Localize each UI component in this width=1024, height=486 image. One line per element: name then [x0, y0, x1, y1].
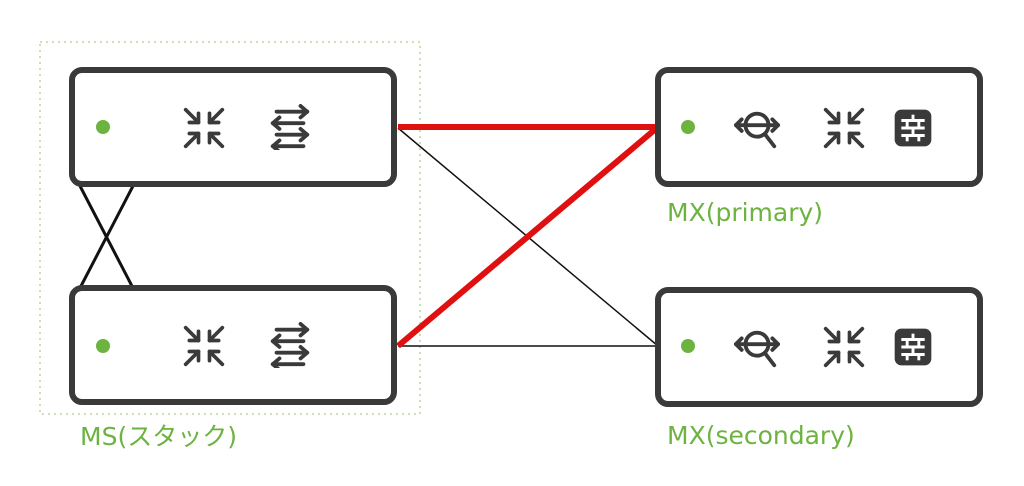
link-ms-bottom-to-mx-primary	[396, 124, 660, 349]
mx-secondary-device[interactable]	[655, 287, 983, 407]
status-dot	[681, 120, 695, 134]
mx-primary-label: MX(primary)	[667, 198, 824, 227]
firewall-icon	[893, 327, 933, 367]
mx-secondary-label: MX(secondary)	[667, 421, 855, 450]
mx-primary-device[interactable]	[655, 67, 983, 187]
ms-switch-top[interactable]	[69, 67, 397, 187]
status-dot	[96, 339, 110, 353]
stack-outline	[39, 41, 421, 415]
firewall-icon	[893, 108, 933, 148]
ms-switch-bottom[interactable]	[69, 285, 397, 405]
stack-cable-2	[78, 185, 135, 289]
ms-stack-label: MS(スタック)	[80, 422, 237, 451]
status-dot	[96, 120, 110, 134]
status-dot	[681, 339, 695, 353]
